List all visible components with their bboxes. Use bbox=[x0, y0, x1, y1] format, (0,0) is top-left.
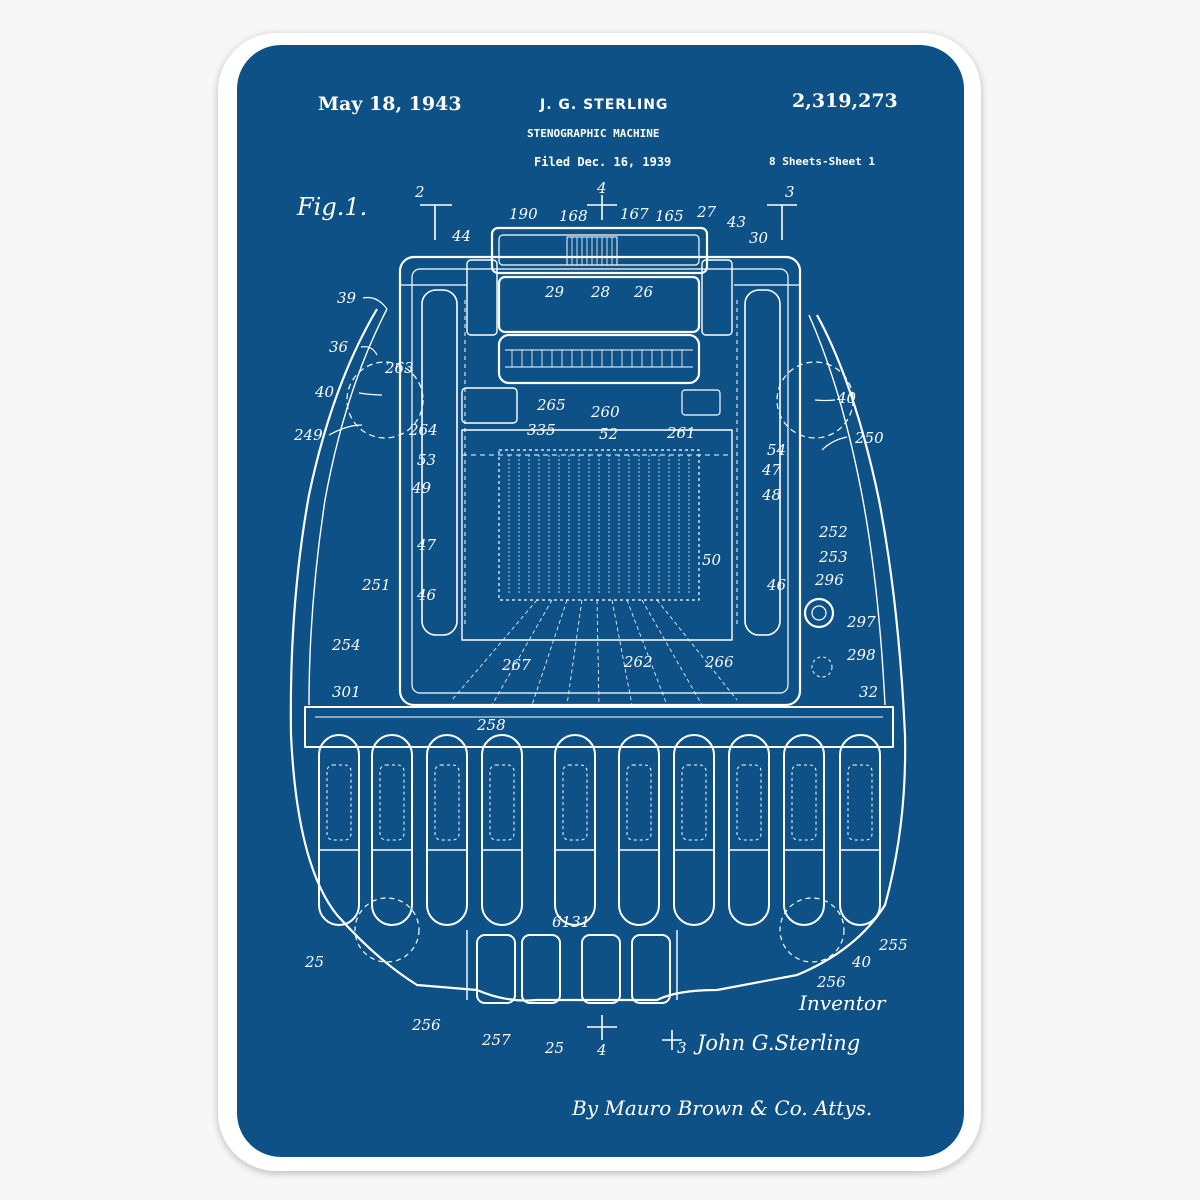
steno-key bbox=[427, 735, 467, 925]
attorney-line: By Mauro Brown & Co. Attys. bbox=[571, 1096, 872, 1120]
ref-29: 29 bbox=[544, 283, 565, 301]
keyboard-bar bbox=[305, 707, 893, 747]
steno-key-inner bbox=[563, 765, 587, 840]
ref-260: 260 bbox=[590, 403, 620, 421]
ref-6131: 6131 bbox=[552, 913, 590, 931]
ref-30: 30 bbox=[749, 229, 769, 247]
ref-40a: 40 bbox=[314, 383, 335, 401]
ref-3b: 3 bbox=[677, 1039, 687, 1057]
ref-25b: 25 bbox=[544, 1039, 564, 1057]
ref-40c: 40 bbox=[851, 953, 872, 971]
ref-296: 296 bbox=[814, 571, 844, 589]
ref-253: 253 bbox=[818, 548, 848, 566]
ref-190: 190 bbox=[509, 205, 538, 223]
ref-39: 39 bbox=[337, 289, 357, 307]
vowel-key bbox=[632, 935, 670, 1003]
ref-257: 257 bbox=[481, 1031, 511, 1049]
upper-housing bbox=[400, 257, 800, 705]
figure-label: Fig.1. bbox=[296, 193, 367, 221]
ref-46a: 46 bbox=[416, 586, 437, 604]
ref-335: 335 bbox=[527, 421, 556, 439]
ref-267: 267 bbox=[501, 656, 531, 674]
ref-168: 168 bbox=[559, 207, 588, 225]
ref-36: 36 bbox=[329, 338, 349, 356]
vowel-key bbox=[522, 935, 560, 1003]
steno-key-inner bbox=[792, 765, 816, 840]
ref-47b: 47 bbox=[416, 536, 437, 554]
ref-53: 53 bbox=[417, 451, 436, 469]
inventor-caption: Inventor bbox=[798, 991, 887, 1015]
ref-43: 43 bbox=[726, 213, 746, 231]
ref-40b: 40 bbox=[836, 389, 857, 407]
ref-52: 52 bbox=[599, 425, 618, 443]
ref-251: 251 bbox=[361, 576, 391, 594]
steno-key bbox=[555, 735, 595, 925]
ref-301: 301 bbox=[332, 683, 361, 701]
ref-2: 2 bbox=[414, 183, 425, 201]
ref-4c: 4 bbox=[596, 1041, 607, 1059]
ref-32: 32 bbox=[859, 683, 878, 701]
ref-44: 44 bbox=[451, 227, 471, 245]
ref-26: 26 bbox=[633, 283, 654, 301]
ref-27: 27 bbox=[696, 203, 717, 221]
steno-key bbox=[784, 735, 824, 925]
ref-46b: 46 bbox=[766, 576, 787, 594]
ref-4a: 4 bbox=[596, 179, 607, 197]
ref-256b: 256 bbox=[411, 1016, 441, 1034]
steno-key-inner bbox=[682, 765, 706, 840]
ref-266: 266 bbox=[704, 653, 734, 671]
ref-47a: 47 bbox=[761, 461, 782, 479]
ref-254: 254 bbox=[331, 636, 361, 654]
vowel-key bbox=[582, 935, 620, 1003]
ref-255: 255 bbox=[878, 936, 908, 954]
steno-key-inner bbox=[490, 765, 514, 840]
ref-298: 298 bbox=[846, 646, 876, 664]
ref-262: 262 bbox=[623, 653, 653, 671]
ref-28: 28 bbox=[590, 283, 610, 301]
stenographic-machine-drawing: 2 3 4 44 190 168 167 165 27 43 30 29 28 … bbox=[237, 45, 964, 1157]
ref-264: 264 bbox=[408, 421, 438, 439]
ref-250: 250 bbox=[854, 429, 884, 447]
ref-263: 263 bbox=[384, 359, 414, 377]
ref-167: 167 bbox=[620, 205, 649, 223]
steno-key bbox=[674, 735, 714, 925]
ref-265: 265 bbox=[536, 396, 566, 414]
ref-252: 252 bbox=[818, 523, 848, 541]
steno-key-inner bbox=[327, 765, 351, 840]
steno-key bbox=[372, 735, 412, 925]
ref-3: 3 bbox=[785, 183, 795, 201]
inventor-signature: John G.Sterling bbox=[693, 1031, 860, 1055]
steno-key-inner bbox=[848, 765, 872, 840]
ref-50: 50 bbox=[702, 551, 722, 569]
ref-258: 258 bbox=[476, 716, 506, 734]
ref-256: 256 bbox=[816, 973, 846, 991]
ref-49: 49 bbox=[411, 479, 432, 497]
ref-261: 261 bbox=[666, 424, 696, 442]
ref-165: 165 bbox=[655, 207, 684, 225]
steno-key bbox=[482, 735, 522, 925]
knob bbox=[805, 599, 833, 627]
steno-key bbox=[619, 735, 659, 925]
ref-48a: 48 bbox=[761, 486, 781, 504]
ref-297: 297 bbox=[846, 613, 876, 631]
ref-249: 249 bbox=[293, 426, 323, 444]
steno-key-inner bbox=[435, 765, 459, 840]
platen bbox=[499, 335, 699, 383]
ref-54: 54 bbox=[767, 441, 786, 459]
steno-key-inner bbox=[737, 765, 761, 840]
steno-key-inner bbox=[380, 765, 404, 840]
steno-key-inner bbox=[627, 765, 651, 840]
steno-key bbox=[840, 735, 880, 925]
steno-key bbox=[729, 735, 769, 925]
blueprint-panel: May 18, 1943 J. G. STERLING 2,319,273 ST… bbox=[237, 45, 964, 1157]
ref-25a: 25 bbox=[304, 953, 324, 971]
